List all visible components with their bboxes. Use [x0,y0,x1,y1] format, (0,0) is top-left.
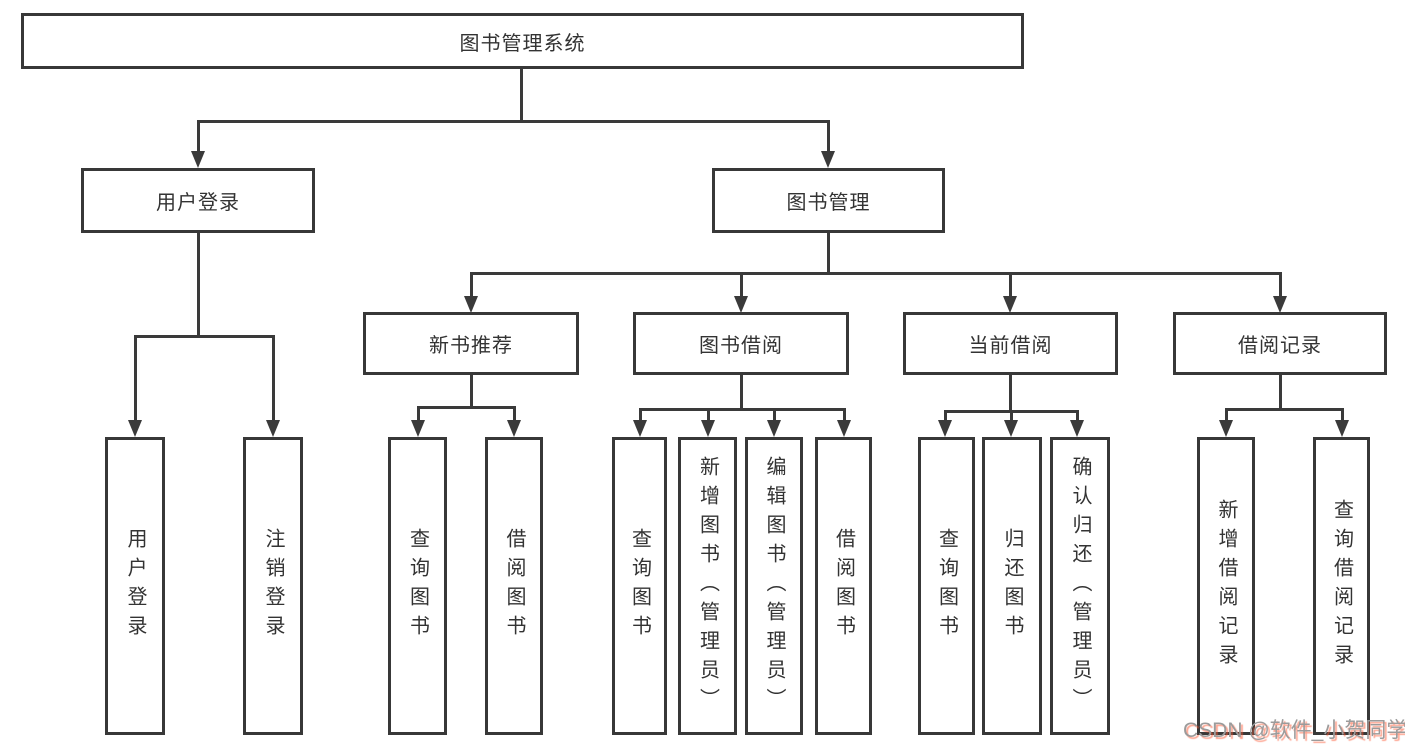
arrow-down-icon [821,151,835,168]
arrow-down-icon [411,420,425,437]
arrow-down-icon [1070,420,1084,437]
connector-line [470,272,473,296]
leaf-user-login: 用户登录 [105,437,165,735]
leaf-borrow-book-2: 借阅图书 [815,437,872,735]
leaf-label: 查询借阅记录 [1330,499,1353,673]
leaf-label: 借阅图书 [832,528,855,644]
connector-line [843,408,846,420]
node-user-login: 用户登录 [81,168,315,233]
node-borrow-record-label: 借阅记录 [1238,335,1322,357]
connector-line [1009,272,1012,296]
leaf-label: 查询图书 [406,528,429,644]
arrow-down-icon [266,420,280,437]
leaf-label: 用户登录 [124,528,146,644]
node-book-borrow: 图书借阅 [633,312,849,375]
leaf-query-book-3: 查询图书 [918,437,975,735]
leaf-label: 借阅图书 [503,528,525,644]
arrow-down-icon [191,151,205,168]
connector-line [740,272,743,296]
connector-new-book-stub [470,375,473,406]
connector-line [134,335,137,420]
leaf-query-borrow-record: 查询借阅记录 [1313,437,1370,735]
leaf-logout: 注销登录 [243,437,303,735]
node-new-book: 新书推荐 [363,312,579,375]
connector-user-login-stub [197,233,200,335]
connector-line [944,410,947,420]
leaf-edit-book-admin: 编辑图书（管理员） [745,437,803,735]
leaf-add-borrow-record: 新增借阅记录 [1197,437,1255,735]
connector-line [1341,408,1344,420]
leaf-return-book: 归还图书 [982,437,1042,735]
node-user-login-label: 用户登录 [156,192,240,214]
leaf-label: 注销登录 [262,528,284,644]
arrow-down-icon [464,296,478,313]
arrow-down-icon [734,296,748,313]
arrow-down-icon [837,420,851,437]
connector-line [1076,410,1079,420]
connector-current-borrow-stub [1009,375,1012,410]
connector-borrow-record-stub [1279,375,1282,408]
node-book-mgmt: 图书管理 [712,168,945,233]
leaf-add-book-admin: 新增图书（管理员） [678,437,737,735]
arrow-down-icon [128,420,142,437]
node-current-borrow: 当前借阅 [903,312,1118,375]
node-root-label: 图书管理系统 [459,32,586,55]
connector-line [1279,272,1282,296]
connector-book-borrow-branch [639,408,846,411]
connector-line [417,406,420,420]
arrow-down-icon [767,420,781,437]
connector-line [773,408,776,420]
arrow-down-icon [1335,420,1349,437]
connector-book-mgmt-stub [827,233,830,272]
arrow-down-icon [701,420,715,437]
leaf-label: 新增借阅记录 [1215,499,1237,673]
arrow-down-icon [938,420,952,437]
leaf-label: 查询图书 [628,528,651,644]
connector-line [513,406,516,420]
connector-line [1010,410,1013,420]
leaf-label: 查询图书 [935,528,958,644]
node-book-borrow-label: 图书借阅 [699,335,783,357]
node-root: 图书管理系统 [21,13,1024,69]
leaf-label: 归还图书 [1001,528,1023,644]
connector-line [1225,408,1228,420]
connector-root-branch [197,120,830,123]
arrow-down-icon [1219,420,1233,437]
connector-book-mgmt-branch [470,272,1281,275]
connector-line [272,335,275,420]
csdn-watermark: CSDN @软件_小贺同学 [1183,719,1405,742]
leaf-query-book-2: 查询图书 [612,437,667,735]
arrow-down-icon [1003,296,1017,313]
connector-line [827,120,830,151]
connector-new-book-branch [417,406,516,409]
node-book-mgmt-label: 图书管理 [786,192,871,214]
arrow-down-icon [633,420,647,437]
node-borrow-record: 借阅记录 [1173,312,1387,375]
connector-line [197,120,200,151]
arrow-down-icon [1004,420,1018,437]
leaf-label: 确认归还（管理员） [1069,455,1091,717]
arrow-down-icon [1273,296,1287,313]
leaf-label: 新增图书（管理员） [696,455,719,717]
leaf-query-book-1: 查询图书 [388,437,447,735]
connector-line [639,408,642,420]
connector-user-login-branch [134,335,275,338]
node-current-borrow-label: 当前借阅 [968,335,1053,357]
leaf-label: 编辑图书（管理员） [763,455,785,717]
leaf-borrow-book-1: 借阅图书 [485,437,543,735]
arrow-down-icon [507,420,521,437]
node-new-book-label: 新书推荐 [429,335,513,357]
leaf-confirm-return-admin: 确认归还（管理员） [1050,437,1110,735]
connector-book-borrow-stub [740,374,743,408]
connector-line [707,408,710,420]
connector-borrow-record-branch [1225,408,1344,411]
connector-root-stub [520,69,523,120]
